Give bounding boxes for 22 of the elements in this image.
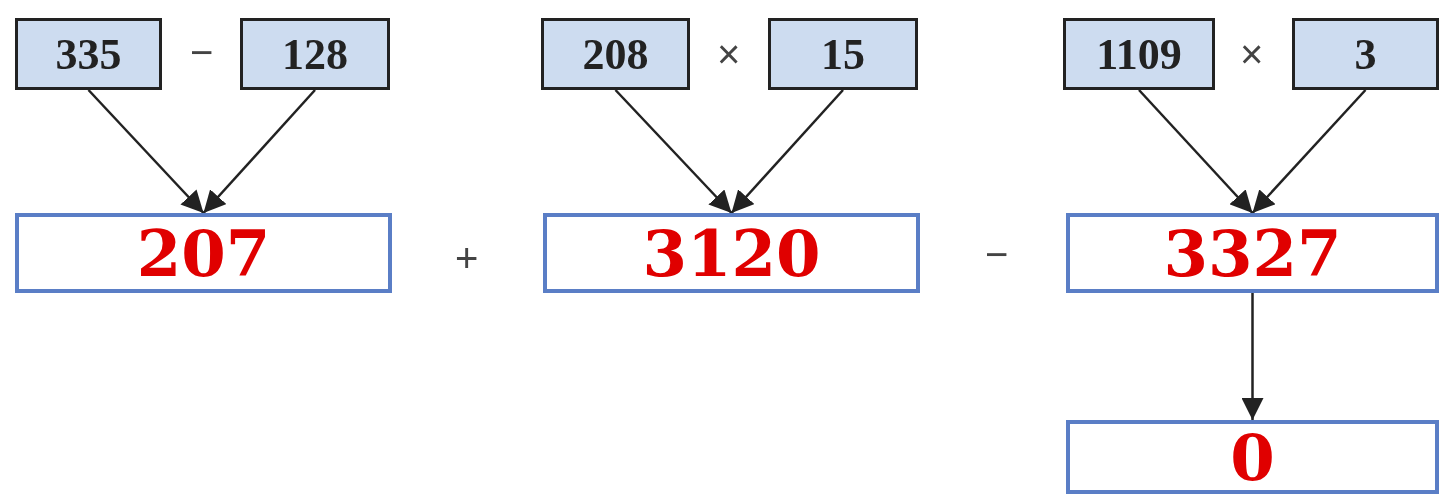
number-box: 128 <box>240 18 390 90</box>
arrow <box>202 89 316 214</box>
result-box: 0 <box>1066 420 1439 494</box>
operator-sign: + <box>455 238 479 278</box>
arrow <box>1251 89 1367 214</box>
number-box: 15 <box>768 18 918 90</box>
arrow <box>614 89 733 214</box>
result-box: 3327 <box>1066 213 1439 293</box>
arrow <box>730 89 844 214</box>
number-box: 208 <box>541 18 690 90</box>
result-box: 207 <box>15 213 392 293</box>
arrow <box>1241 293 1264 420</box>
arrow <box>87 89 205 214</box>
operator-sign: × <box>717 34 741 74</box>
number-box: 1109 <box>1063 18 1215 90</box>
number-box: 3 <box>1292 18 1439 90</box>
arrow <box>1138 89 1254 214</box>
operator-sign: − <box>985 234 1009 274</box>
result-box: 3120 <box>543 213 920 293</box>
operator-sign: − <box>190 32 214 72</box>
number-box: 335 <box>15 18 162 90</box>
operator-sign: × <box>1240 34 1264 74</box>
